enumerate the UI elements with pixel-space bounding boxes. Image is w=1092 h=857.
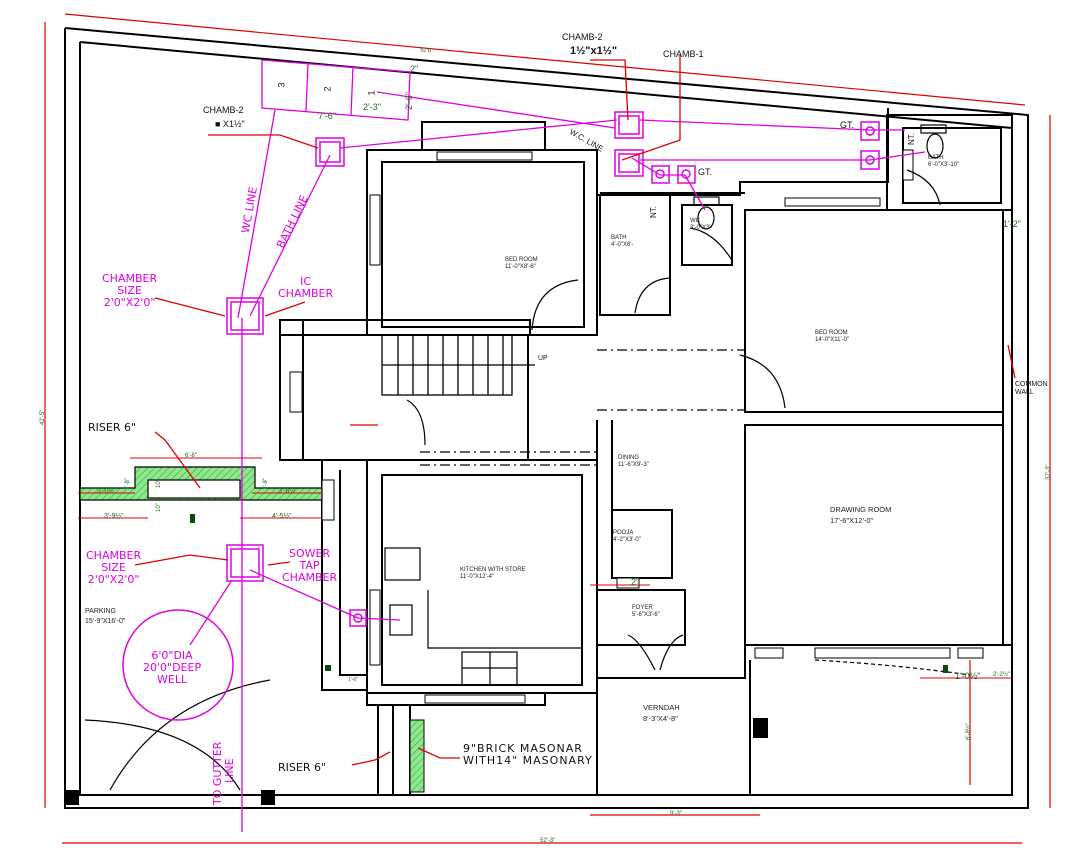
dim-riser-in1: 10" — [156, 479, 162, 488]
overall-dimension-lines — [44, 13, 1051, 844]
dim-riser-right-a: 3'-6½" — [278, 488, 298, 495]
nt-label-1: NT. — [649, 206, 658, 218]
house-walls — [279, 108, 1013, 795]
dim-bottom-overall: 52'-3" — [540, 838, 556, 844]
dim-riser-h1: 1'-8" — [125, 478, 131, 490]
dim-right-gap: 1'-2" — [1003, 219, 1021, 229]
riser-label-left: RISER 6" — [88, 421, 137, 434]
dashed-openings — [420, 349, 745, 466]
dim-pit-wall: 2" — [410, 64, 419, 74]
dim-kitchen-small: 1'-6" — [348, 677, 358, 683]
drainage-lines — [189, 91, 926, 832]
dim-riser-h2: 1'-8" — [263, 478, 269, 490]
dim-pit-width: 2'-3" — [363, 102, 381, 112]
door-swings — [84, 169, 971, 791]
dim-corner-b: 2'-2½" — [993, 672, 1010, 678]
gt-label-2: GT. — [698, 167, 713, 177]
dim-corner-c: 6'-8½" — [966, 723, 972, 740]
columns — [65, 718, 768, 805]
dim-riser-right-b: 4'-5½" — [272, 513, 292, 520]
pit-number-3: 3 — [276, 82, 287, 88]
dim-pooja-door: 2' — [631, 577, 638, 587]
dim-corner-a: 1'-0½" — [955, 671, 981, 681]
dim-riser-left-b: 3'-9½" — [104, 513, 124, 520]
dim-riser-top: 6'-6" — [185, 453, 197, 459]
chamb2-left-size: ■ X1½" — [215, 119, 245, 129]
staircase — [381, 334, 535, 396]
dim-left-overall: 42'-5" — [40, 409, 46, 425]
chamb2-top-title: CHAMB-2 — [562, 32, 603, 42]
toilet-fixtures — [693, 124, 947, 230]
gt-label-1: GT. — [840, 120, 855, 130]
dim-pit-total: 7'-6" — [318, 111, 336, 121]
stair-up-label: UP — [538, 355, 548, 362]
dim-right-overall: 37'-3" — [1046, 464, 1052, 480]
chamb2-left-title: CHAMB-2 — [203, 105, 244, 115]
chamb2-top-size: 1½"x1½" — [570, 45, 618, 57]
windows — [289, 149, 984, 704]
dim-inner-bottom: 9'-3" — [670, 811, 682, 817]
dim-top-overall: 52'6" — [419, 47, 434, 55]
dim-riser-left-a: 3'-0½" — [97, 488, 117, 495]
riser-hatch — [79, 466, 948, 793]
nt-label-2: NT. — [907, 133, 916, 145]
septic-pits — [261, 59, 411, 121]
pit-number-2: 2 — [322, 86, 333, 92]
chamb1-label: CHAMB-1 — [663, 49, 704, 59]
riser-label-bottom: RISER 6" — [278, 761, 327, 774]
plot-boundary-walls — [64, 27, 1029, 809]
leader-arrows — [134, 55, 1016, 766]
dim-riser-in2: 10" — [156, 503, 162, 512]
pit-number-1: 1 — [366, 90, 377, 96]
riser-dimension-lines — [78, 457, 1012, 679]
inspection-chambers — [122, 111, 880, 721]
dim-pit-depth: 2'-6" — [404, 92, 414, 110]
